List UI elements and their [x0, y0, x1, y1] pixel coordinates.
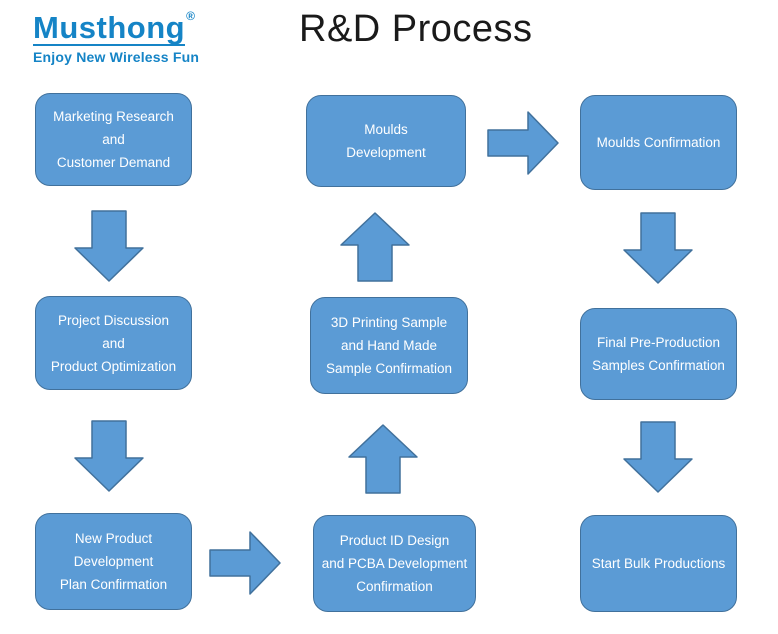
- node-text-line: Sample Confirmation: [325, 361, 453, 376]
- arrow-down-icon: [74, 420, 144, 492]
- page-title: R&D Process: [299, 8, 533, 50]
- flow-node-project-discussion: Project Discussion and Product Optimizat…: [35, 296, 192, 390]
- registered-trademark-icon: ®: [186, 9, 195, 23]
- node-text-line: and PCBA Development: [321, 556, 468, 571]
- flow-node-start-bulk-productions: Start Bulk Productions: [580, 515, 737, 612]
- node-text-line: New Product: [74, 531, 153, 546]
- flow-node-marketing-research: Marketing Research and Customer Demand: [35, 93, 192, 186]
- node-text-line: Product Optimization: [50, 358, 177, 374]
- node-text-line: 3D Printing Sample: [330, 315, 448, 330]
- node-text-line: Project Discussion: [57, 312, 170, 328]
- logo-brand-text: Musthong: [33, 10, 186, 46]
- flow-node-moulds-confirmation: Moulds Confirmation: [580, 95, 737, 190]
- arrow-up-icon: [340, 212, 410, 282]
- flow-node-final-pre-production: Final Pre-Production Samples Confirmatio…: [580, 308, 737, 400]
- node-text-line: Customer Demand: [56, 155, 171, 170]
- arrow-up-icon: [348, 424, 418, 494]
- node-text-line: Moulds: [364, 122, 408, 137]
- node-text-line: and: [102, 335, 125, 351]
- logo-brand-row: Musthong®: [33, 9, 199, 46]
- flow-node-product-id-design: Product ID Design and PCBA Development C…: [313, 515, 476, 612]
- arrow-right-icon: [487, 111, 559, 175]
- node-text-line: Samples Confirmation: [592, 358, 725, 373]
- node-text-line: Confirmation: [356, 579, 433, 594]
- arrow-down-icon: [623, 421, 693, 493]
- node-text-line: Final Pre-Production: [596, 335, 721, 350]
- flow-node-3d-printing-sample: 3D Printing Sample and Hand Made Sample …: [310, 297, 468, 394]
- logo-tagline: Enjoy New Wireless Fun: [33, 49, 200, 65]
- flow-node-moulds-development: Moulds Development: [306, 95, 466, 187]
- node-text-line: Start Bulk Productions: [591, 556, 726, 571]
- arrow-right-icon: [209, 531, 281, 595]
- arrow-down-icon: [623, 212, 693, 284]
- node-text-line: Moulds Confirmation: [596, 135, 721, 150]
- node-text-line: Development: [73, 554, 154, 569]
- node-text-line: Product ID Design: [339, 533, 450, 548]
- arrow-down-icon: [74, 210, 144, 282]
- node-text-line: Plan Confirmation: [59, 577, 168, 592]
- logo: Musthong® Enjoy New Wireless Fun: [33, 9, 200, 65]
- node-text-line: and Hand Made: [340, 338, 438, 353]
- node-text-line: and: [102, 132, 125, 147]
- node-text-line: Development: [346, 145, 426, 160]
- flow-node-new-product-plan: New Product Development Plan Confirmatio…: [35, 513, 192, 610]
- node-text-line: Marketing Research: [53, 109, 174, 124]
